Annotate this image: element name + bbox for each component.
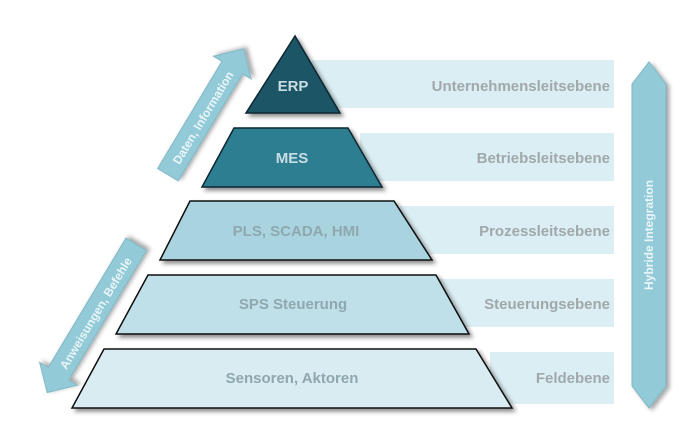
level-name-steuerungsebene: Steuerungsebene (484, 296, 610, 313)
hybrid-integration-arrow: Hybride Integration (631, 61, 667, 409)
pyramid-labels: ERP MES PLS, SCADA, HMI SPS Steuerung Se… (226, 78, 360, 387)
pyramid-level-erp (244, 34, 342, 114)
up-arrow-shape (156, 48, 252, 182)
band-betriebsleitsebene (360, 133, 614, 181)
band-prozessleitsebene (400, 206, 614, 254)
pyramid-label-sps: SPS Steuerung (239, 296, 347, 313)
pyramid-label-sensoren: Sensoren, Aktoren (226, 370, 359, 387)
level-name-unternehmensleitsebene: Unternehmensleitsebene (432, 78, 610, 95)
pyramid-label-erp: ERP (278, 78, 309, 95)
hybrid-arrow-shape (631, 61, 667, 409)
pyramid-level-mes (200, 127, 384, 188)
hybrid-arrow-label: Hybride Integration (642, 180, 656, 290)
level-name-betriebsleitsebene: Betriebsleitsebene (477, 150, 610, 167)
level-names: Unternehmensleitsebene Betriebsleitseben… (432, 78, 610, 387)
band-feldebene (490, 352, 614, 404)
pyramid (70, 34, 514, 409)
pyramid-level-sps (114, 274, 471, 335)
down-arrow-shape (38, 237, 148, 394)
level-name-prozessleitsebene: Prozessleitsebene (479, 223, 610, 240)
level-name-feldebene: Feldebene (536, 370, 610, 387)
pyramid-label-pls: PLS, SCADA, HMI (233, 223, 360, 240)
pyramid-level-pls (158, 200, 434, 261)
level-bands (312, 60, 614, 404)
band-unternehmensleitsebene (312, 60, 614, 108)
pyramid-level-sensoren (70, 348, 514, 409)
pyramid-label-mes: MES (276, 150, 309, 167)
band-steuerungsebene (440, 279, 614, 327)
